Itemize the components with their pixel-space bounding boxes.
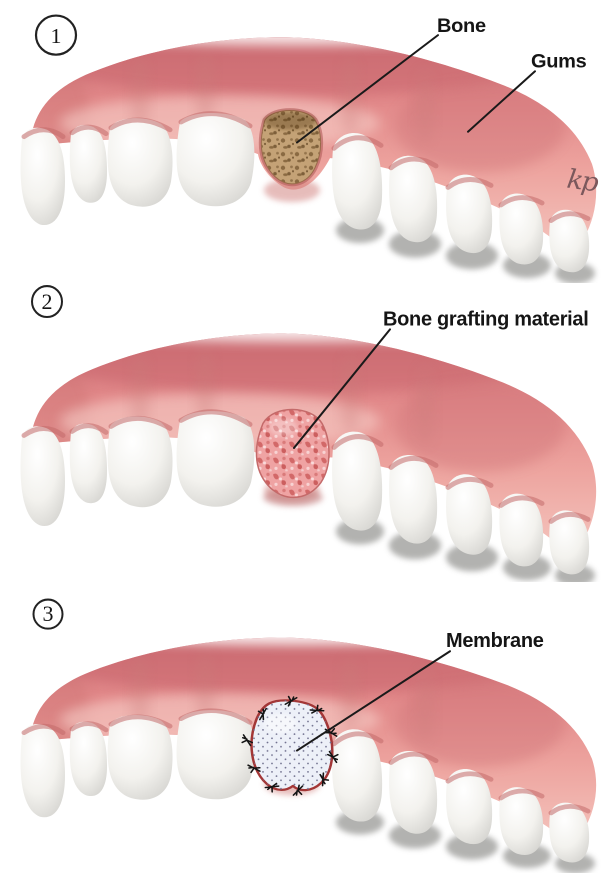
leader-line-membrane [296,650,451,752]
label-gums: Gums [531,51,587,73]
jaw-illustration-step-2: Bone grafting material 2 [0,285,615,582]
label-bone: Bone [437,15,486,37]
label-membrane: Membrane [446,630,544,652]
artist-signature: kp [565,164,601,199]
membrane-patch [240,695,340,798]
step-number-3: 3 [43,601,54,626]
leader-line-gums [467,70,536,133]
step-number-2: 2 [42,288,53,313]
step-badge-3: 3 [32,598,64,630]
step-badge-2: 2 [31,285,63,319]
leader-line-graft [293,328,391,449]
step-badge-1: 1 [34,14,78,56]
label-graft: Bone grafting material [383,308,589,330]
panel-step-3: Membrane 3 [0,582,615,873]
jaw-illustration-step-3: Membrane 3 [0,598,615,873]
panel-step-1: Bone Gums 1 kp [0,0,615,283]
bone-graft-material [255,408,330,507]
leader-line-bone [296,34,439,144]
jaw-illustration-step-1: Bone Gums 1 kp [0,0,601,283]
panel-step-2: Bone grafting material 2 [0,283,615,582]
exposed-bone-socket [258,108,324,187]
step-number-1: 1 [51,24,62,48]
